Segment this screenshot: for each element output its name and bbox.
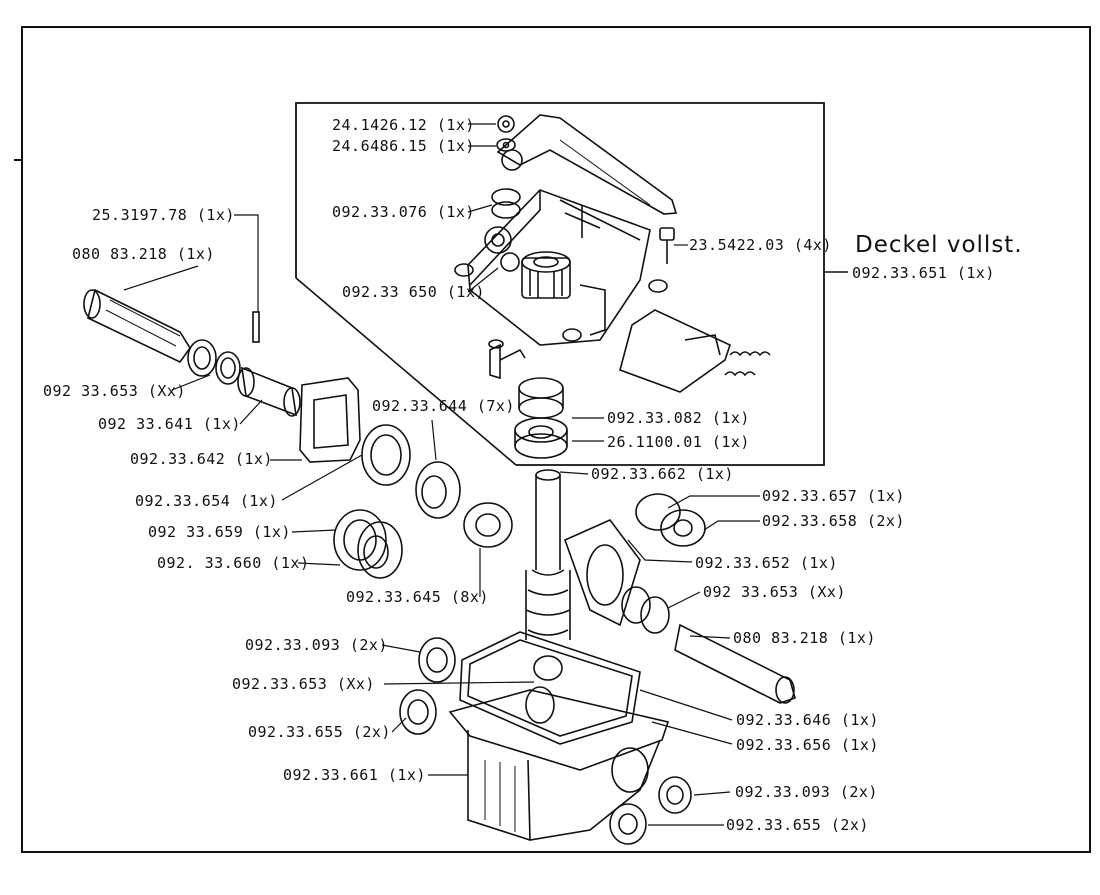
part-label: 092.33.645 (8x) [346, 588, 489, 606]
part-label: 092.33.658 (2x) [762, 512, 905, 530]
part-label: 092.33.082 (1x) [607, 409, 750, 427]
assembly-part-number: 092.33.651 (1x) [852, 264, 995, 282]
part-label: 092. 33.660 (1x) [157, 554, 310, 572]
part-label: 092.33.656 (1x) [736, 736, 879, 754]
part-label: 092.33.644 (7x) [372, 397, 515, 415]
part-label: 23.5422.03 (4x) [689, 236, 832, 254]
part-label: 26.1100.01 (1x) [607, 433, 750, 451]
part-label: 092.33.655 (2x) [726, 816, 869, 834]
part-label: 092.33.642 (1x) [130, 450, 273, 468]
part-label: 092.33.076 (1x) [332, 203, 475, 221]
part-label: 092 33.641 (1x) [98, 415, 241, 433]
part-label: 092 33.659 (1x) [148, 523, 291, 541]
part-label: 24.1426.12 (1x) [332, 116, 475, 134]
part-label: 092 33.653 (Xx) [703, 583, 846, 601]
part-label: 25.3197.78 (1x) [92, 206, 235, 224]
part-label: 092.33.655 (2x) [248, 723, 391, 741]
cover-inset-frame [295, 102, 825, 466]
part-label: 092.33.093 (2x) [735, 783, 878, 801]
part-label: 092.33 650 (1x) [342, 283, 485, 301]
part-label: 092.33.652 (1x) [695, 554, 838, 572]
part-label: 092 33.653 (Xx) [43, 382, 186, 400]
part-label: 092.33.646 (1x) [736, 711, 879, 729]
input-shaft-parts [83, 288, 513, 579]
leader-lines [123, 123, 760, 826]
part-label: 092.33.657 (1x) [762, 487, 905, 505]
part-label: 092.33.662 (1x) [591, 465, 734, 483]
part-label: 24.6486.15 (1x) [332, 137, 475, 155]
part-label: 092.33.661 (1x) [283, 766, 426, 784]
part-label: 092.33.093 (2x) [245, 636, 388, 654]
main-shaft-and-housing [399, 469, 796, 845]
assembly-title: Deckel vollst. [855, 232, 1023, 258]
outer-frame [21, 26, 1091, 853]
part-label: 092.33.653 (Xx) [232, 675, 375, 693]
part-label: 080 83.218 (1x) [72, 245, 215, 263]
part-label: 080 83.218 (1x) [733, 629, 876, 647]
cover-parts [454, 114, 771, 459]
part-label: 092.33.654 (1x) [135, 492, 278, 510]
